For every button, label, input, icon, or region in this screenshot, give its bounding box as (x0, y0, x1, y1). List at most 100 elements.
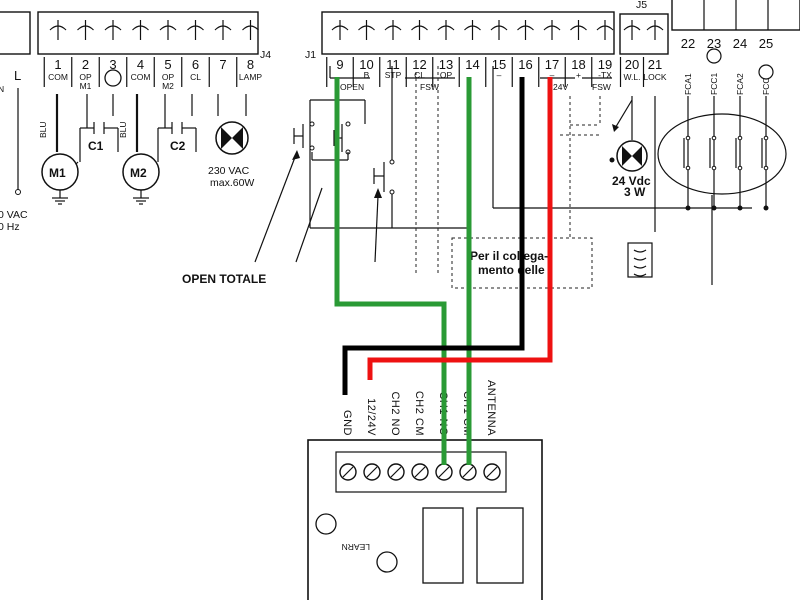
blu-label-2: BLU (118, 121, 128, 138)
j1-terminal-10: 10 (359, 57, 373, 72)
pushbutton-circuits: OPEN TOTALE (182, 66, 470, 286)
group-24v: 24V (553, 82, 568, 92)
j4-terminal-label-5: OP (162, 72, 175, 82)
group-fsw-1: FSW (420, 82, 439, 92)
limit-switches (657, 113, 787, 285)
right-terminal-label-22: FCA1 (683, 73, 693, 95)
j4-terminal-label-6: CL (190, 72, 201, 82)
j1-terminal-17: 17 (545, 57, 559, 72)
j4-terminal-6: 6 (192, 57, 199, 72)
right-terminal-22: 22 (681, 36, 695, 51)
motor-m2: C2 BLU M2 (118, 94, 197, 205)
j1-terminal-label-15: – (497, 70, 502, 80)
j1-terminal-9: 9 (336, 57, 343, 72)
note-line-2: mento delle (478, 263, 545, 277)
j1-terminal-label-11: STP (385, 70, 402, 80)
j4-terminal-4: 4 (137, 57, 144, 72)
wire-black-gnd (342, 77, 525, 395)
lamp-volt-label: 230 VAC (208, 165, 250, 177)
cap-c2-label: C2 (170, 139, 186, 153)
j4-terminal-label-2: OP (79, 72, 92, 82)
receiver-terminal-label: CH2 NO (389, 391, 401, 436)
note-line-1: Per il collega- (470, 249, 548, 263)
j4-terminal-5: 5 (164, 57, 171, 72)
j4-terminal-label-4: COM (131, 72, 151, 82)
wire-green-open (334, 77, 447, 465)
j1-terminal-13: 13 (439, 57, 453, 72)
motor-m2-label: M2 (130, 166, 147, 180)
terminal-block-j1: J1 (305, 11, 615, 61)
receiver-terminal-label: CH2 CM (413, 391, 425, 436)
j4-terminal-label-2: M1 (80, 81, 92, 91)
warning-light: 24 Vdc 3 W (609, 96, 656, 278)
j1-terminal-18: 18 (571, 57, 585, 72)
right-terminal-25: 25 (759, 36, 773, 51)
j1-group-labels: OPEN FSW 24V FSW (329, 66, 612, 92)
j1-terminal-label-13: OP (440, 70, 453, 80)
j1-terminal-label-19: -TX (598, 70, 612, 80)
j1-terminal-19: 19 (598, 57, 612, 72)
j5-terminal-label-21: LOCK (643, 72, 666, 82)
j1-terminal-14: 14 (465, 57, 479, 72)
j1-terminal-15: 15 (492, 57, 506, 72)
cap-c1-label: C1 (88, 139, 104, 153)
label-n-partial: N (0, 84, 4, 94)
lamp-power-label: max.60W (210, 177, 254, 189)
left-fragment: L N 0 VAC 0 Hz (0, 11, 31, 233)
blu-label-1: BLU (38, 121, 48, 138)
receiver-terminal-label: ANTENNA (485, 380, 497, 436)
mains-hz-label: 0 Hz (0, 221, 20, 233)
relay-1 (422, 507, 464, 584)
j4-terminal-3: 3 (109, 57, 116, 72)
j1-terminal-label-18: + (576, 70, 581, 80)
j4-terminal-1: 1 (54, 57, 61, 72)
wl-power-label: 3 W (624, 185, 646, 199)
wire-red-24v (367, 77, 553, 380)
right-terminal-label-24: FCA2 (735, 73, 745, 95)
j4-terminal-2: 2 (82, 57, 89, 72)
group-open: OPEN (340, 82, 364, 92)
motor-m1-label: M1 (49, 166, 66, 180)
learn-button[interactable] (376, 551, 398, 573)
j5-terminal-label-20: W.L. (623, 72, 640, 82)
j4-terminal-7: 7 (219, 57, 226, 72)
label-l: L (14, 68, 21, 83)
j4-terminal-label-5: M2 (162, 81, 174, 91)
right-terminal-label-25: FCC2 (761, 73, 771, 95)
j1-terminal-16: 16 (518, 57, 532, 72)
terminal-block-right (671, 0, 800, 31)
motor-m1: C1 BLU M1 (38, 94, 119, 205)
terminal-block-j4: J4 (37, 11, 271, 61)
j1-terminal-label-10: B (364, 70, 370, 80)
mounting-hole (315, 513, 337, 535)
right-terminal-label-23: FCC1 (709, 73, 719, 95)
group-fsw-2: FSW (592, 82, 611, 92)
j4-terminal-label-1: COM (48, 72, 68, 82)
j5-terminal-20: 20 (625, 57, 639, 72)
receiver-terminal-label: GND (341, 410, 353, 436)
j4-terminal-label-8: LAMP (239, 72, 262, 82)
j1-terminal-label-12: CL (414, 70, 425, 80)
j5-terminal-21: 21 (648, 57, 662, 72)
label-j5: J5 (636, 0, 647, 11)
label-j1: J1 (305, 49, 316, 61)
open-totale-label: OPEN TOTALE (182, 272, 266, 286)
j4-terminal-8: 8 (247, 57, 254, 72)
label-j4: J4 (260, 49, 271, 61)
right-terminal-24: 24 (733, 36, 747, 51)
j1-terminal-label-17: – (550, 70, 555, 80)
learn-label: LEARN (342, 542, 370, 552)
mains-volt-label: 0 VAC (0, 209, 28, 221)
wl-volt-label: 24 Vdc (612, 174, 651, 188)
terminal-block-j5: J5 (619, 0, 669, 55)
relay-2 (476, 507, 524, 584)
receiver-terminal-label: 12/24V (365, 398, 377, 436)
right-terminal-23: 23 (707, 36, 721, 51)
fsw-dashed-wiring: Per il collega- mento delle (415, 66, 752, 289)
